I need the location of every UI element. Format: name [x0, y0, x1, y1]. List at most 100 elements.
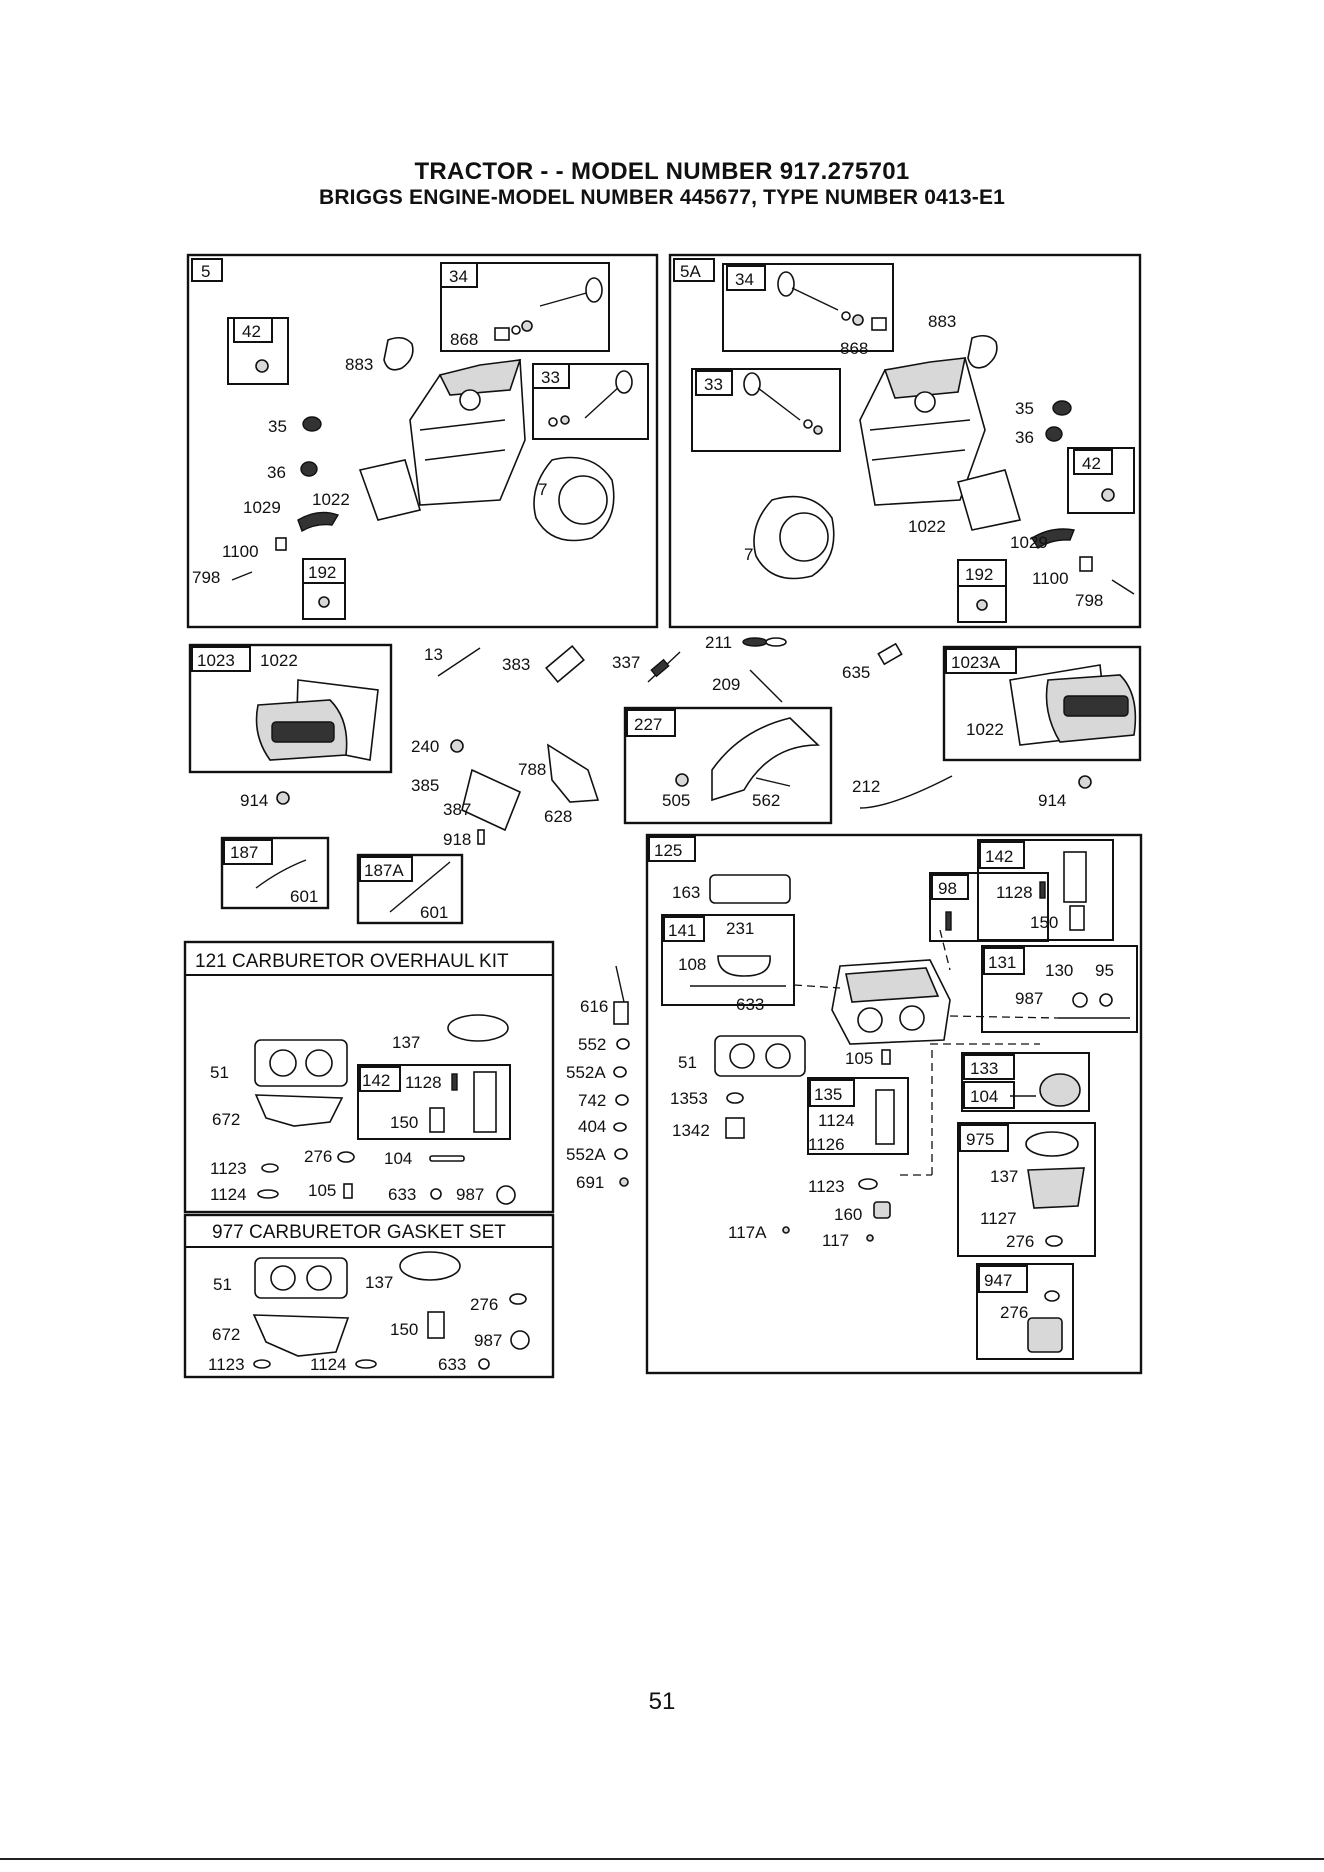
head-gasket-icon: [753, 495, 835, 580]
group-187: 187 601: [220, 836, 330, 910]
group-1023a: 1023A 1022 914: [942, 645, 1142, 810]
washer-icon: [1044, 1290, 1060, 1302]
part-label-562: 562: [752, 791, 780, 810]
valve-icon: [584, 370, 633, 419]
part-label-211: 211: [705, 633, 732, 652]
kit-142-tag: [979, 841, 1025, 869]
part-label-788: 788: [518, 760, 546, 779]
head-gasket-icon: [533, 456, 615, 542]
jet-icon: [343, 1183, 353, 1199]
seal-icon: [355, 1359, 377, 1369]
boot-icon: [877, 642, 903, 666]
part-label-212: 212: [852, 777, 880, 796]
part-label-552: 552: [578, 1035, 606, 1054]
kit-131-box: [981, 945, 1138, 1033]
rocker-cover-gasket-icon: [957, 469, 1022, 531]
part-label-160: 160: [834, 1205, 862, 1224]
part-label-1124: 1124: [818, 1111, 855, 1130]
plug-icon: [1069, 905, 1085, 931]
part-label-918: 918: [443, 830, 471, 849]
spring-35-icon: [1052, 400, 1072, 416]
part-label-276: 276: [470, 1295, 498, 1314]
plug-icon: [430, 1188, 442, 1200]
group-187-id: 187: [230, 843, 258, 862]
gasket-883-icon: [967, 334, 998, 369]
bolt-icon: [437, 647, 481, 677]
kit-33-label: 33: [704, 375, 723, 394]
washer-icon: [616, 1038, 630, 1050]
group-125-tag: [648, 836, 696, 862]
retainer-icon: [511, 325, 521, 335]
part-label-798: 798: [1075, 591, 1103, 610]
kit-42-tag: [1073, 449, 1113, 475]
kit-131-tag: [983, 947, 1025, 975]
kit-34-tag: [726, 265, 766, 291]
cylinder-head-icon: [409, 359, 526, 506]
seal-icon: [496, 1185, 516, 1205]
part-label-1022: 1022: [908, 517, 946, 536]
part-label-7: 7: [538, 480, 547, 499]
part-label-1029: 1029: [243, 498, 281, 517]
kit-98-label: 98: [938, 879, 957, 898]
group-5-frame: [186, 253, 659, 629]
part-label-628: 628: [544, 807, 572, 826]
kit-142-label: 142: [362, 1071, 390, 1090]
rotator-icon: [1101, 488, 1115, 502]
part-label-868: 868: [840, 339, 868, 358]
nut-icon: [318, 596, 330, 608]
group-187a-id: 187A: [364, 861, 404, 880]
bolt-icon: [1078, 775, 1092, 789]
part-label-1123: 1123: [208, 1355, 245, 1374]
part-label-1123: 1123: [210, 1159, 247, 1178]
pin-icon: [477, 829, 485, 845]
part-label-1100: 1100: [222, 542, 259, 561]
plate-gasket-icon: [254, 1094, 344, 1127]
rotator-icon: [255, 359, 269, 373]
group-1023a-frame: [942, 645, 1142, 762]
kit-142-label: 142: [985, 847, 1013, 866]
carb-gasket-icon: [254, 1257, 348, 1299]
part-label-1100: 1100: [1032, 569, 1069, 588]
bracket-icon: [711, 717, 820, 802]
o-ring-icon: [726, 1092, 744, 1104]
kit-34-label: 34: [449, 267, 468, 286]
cylinder-head-icon: [859, 357, 986, 506]
o-ring-icon: [253, 1359, 271, 1369]
part-label-36: 36: [1015, 428, 1034, 447]
group-5a-tag: [673, 258, 715, 282]
kit-135-tag: [809, 1079, 855, 1107]
o-ring-icon: [447, 1014, 509, 1042]
part-label-672: 672: [212, 1325, 240, 1344]
part-label-633: 633: [438, 1355, 466, 1374]
kit-133-label: 133: [970, 1059, 998, 1078]
kit-947-box: [976, 1263, 1074, 1360]
plug-icon: [427, 1311, 445, 1339]
part-label-883: 883: [928, 312, 956, 331]
part-label-35: 35: [1015, 399, 1034, 418]
seal-icon: [510, 1330, 530, 1350]
part-label-616: 616: [580, 997, 608, 1016]
group-125-frame: [645, 833, 1143, 1375]
washer-icon: [614, 1148, 628, 1160]
kit-135-label: 135: [814, 1085, 842, 1104]
page-divider: [0, 1858, 1324, 1860]
group-5a-id: 5A: [680, 262, 701, 281]
part-label-51: 51: [678, 1053, 697, 1072]
part-label-552a-2: 552A: [566, 1145, 606, 1164]
o-ring-icon: [858, 1178, 878, 1190]
group-977: 977 CARBURETOR GASKET SET 51 137 276 672…: [183, 1213, 555, 1379]
part-label-7: 7: [744, 545, 753, 564]
seal-icon: [1099, 993, 1113, 1007]
part-label-150: 150: [1030, 913, 1058, 932]
group-5a-frame: [668, 253, 1142, 629]
kit-192-label: 192: [308, 563, 336, 582]
bracket-icon: [1063, 851, 1087, 903]
group-187-tag: [223, 839, 273, 865]
group-5: 5 34 868 33 42 883: [186, 253, 659, 629]
part-label-1342: 1342: [672, 1121, 710, 1140]
carburetor-body-icon: [831, 959, 951, 1045]
part-label-36: 36: [267, 463, 286, 482]
kit-98-tag: [931, 874, 969, 900]
kit-975-label: 975: [966, 1130, 994, 1149]
part-label-105: 105: [845, 1049, 873, 1068]
